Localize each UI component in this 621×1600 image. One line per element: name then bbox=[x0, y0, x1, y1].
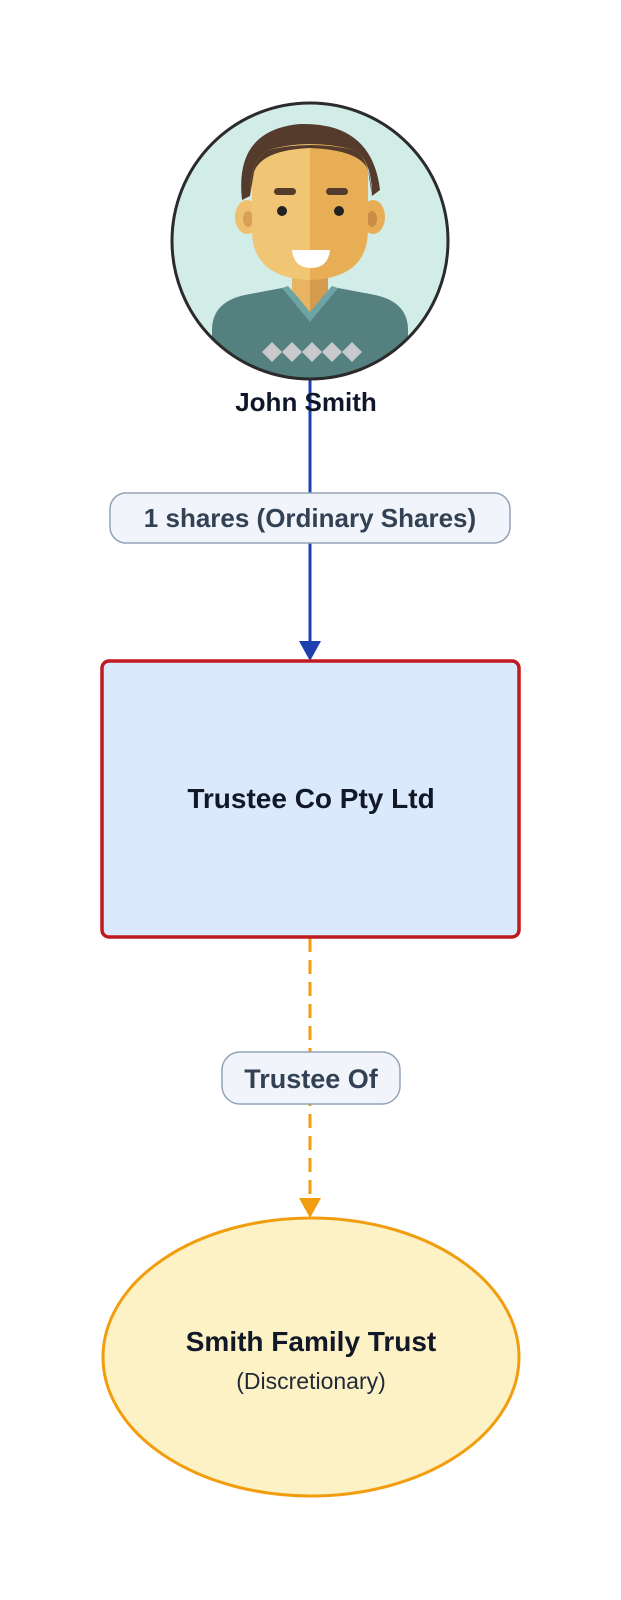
edge-trustee-of[interactable] bbox=[299, 938, 321, 1218]
company-box bbox=[100, 659, 521, 939]
edge-label-pill bbox=[109, 492, 511, 544]
company-name-label: Trustee Co Pty Ltd bbox=[187, 783, 434, 814]
male-avatar-icon bbox=[170, 101, 450, 381]
edge-label-text: 1 shares (Ordinary Shares) bbox=[144, 503, 476, 533]
person-node-john-smith[interactable]: John Smith bbox=[170, 101, 450, 417]
company-node-trustee-co[interactable]: Trustee Co Pty Ltd bbox=[100, 659, 521, 939]
edge-label-pill bbox=[221, 1051, 401, 1105]
arrowhead-icon bbox=[299, 1198, 321, 1218]
trust-name-label: Smith Family Trust bbox=[186, 1326, 437, 1357]
arrowhead-icon bbox=[299, 641, 321, 661]
person-name-label: John Smith bbox=[235, 387, 377, 417]
edge-label-text: Trustee Of bbox=[244, 1064, 379, 1094]
trust-type-label: (Discretionary) bbox=[236, 1368, 386, 1394]
trust-node-smith-family-trust[interactable]: Smith Family Trust (Discretionary) bbox=[101, 1216, 521, 1498]
edge-label-shares[interactable]: 1 shares (Ordinary Shares) bbox=[109, 492, 511, 544]
trust-ellipse bbox=[101, 1216, 521, 1498]
edge-label-trustee-of[interactable]: Trustee Of bbox=[221, 1051, 401, 1105]
